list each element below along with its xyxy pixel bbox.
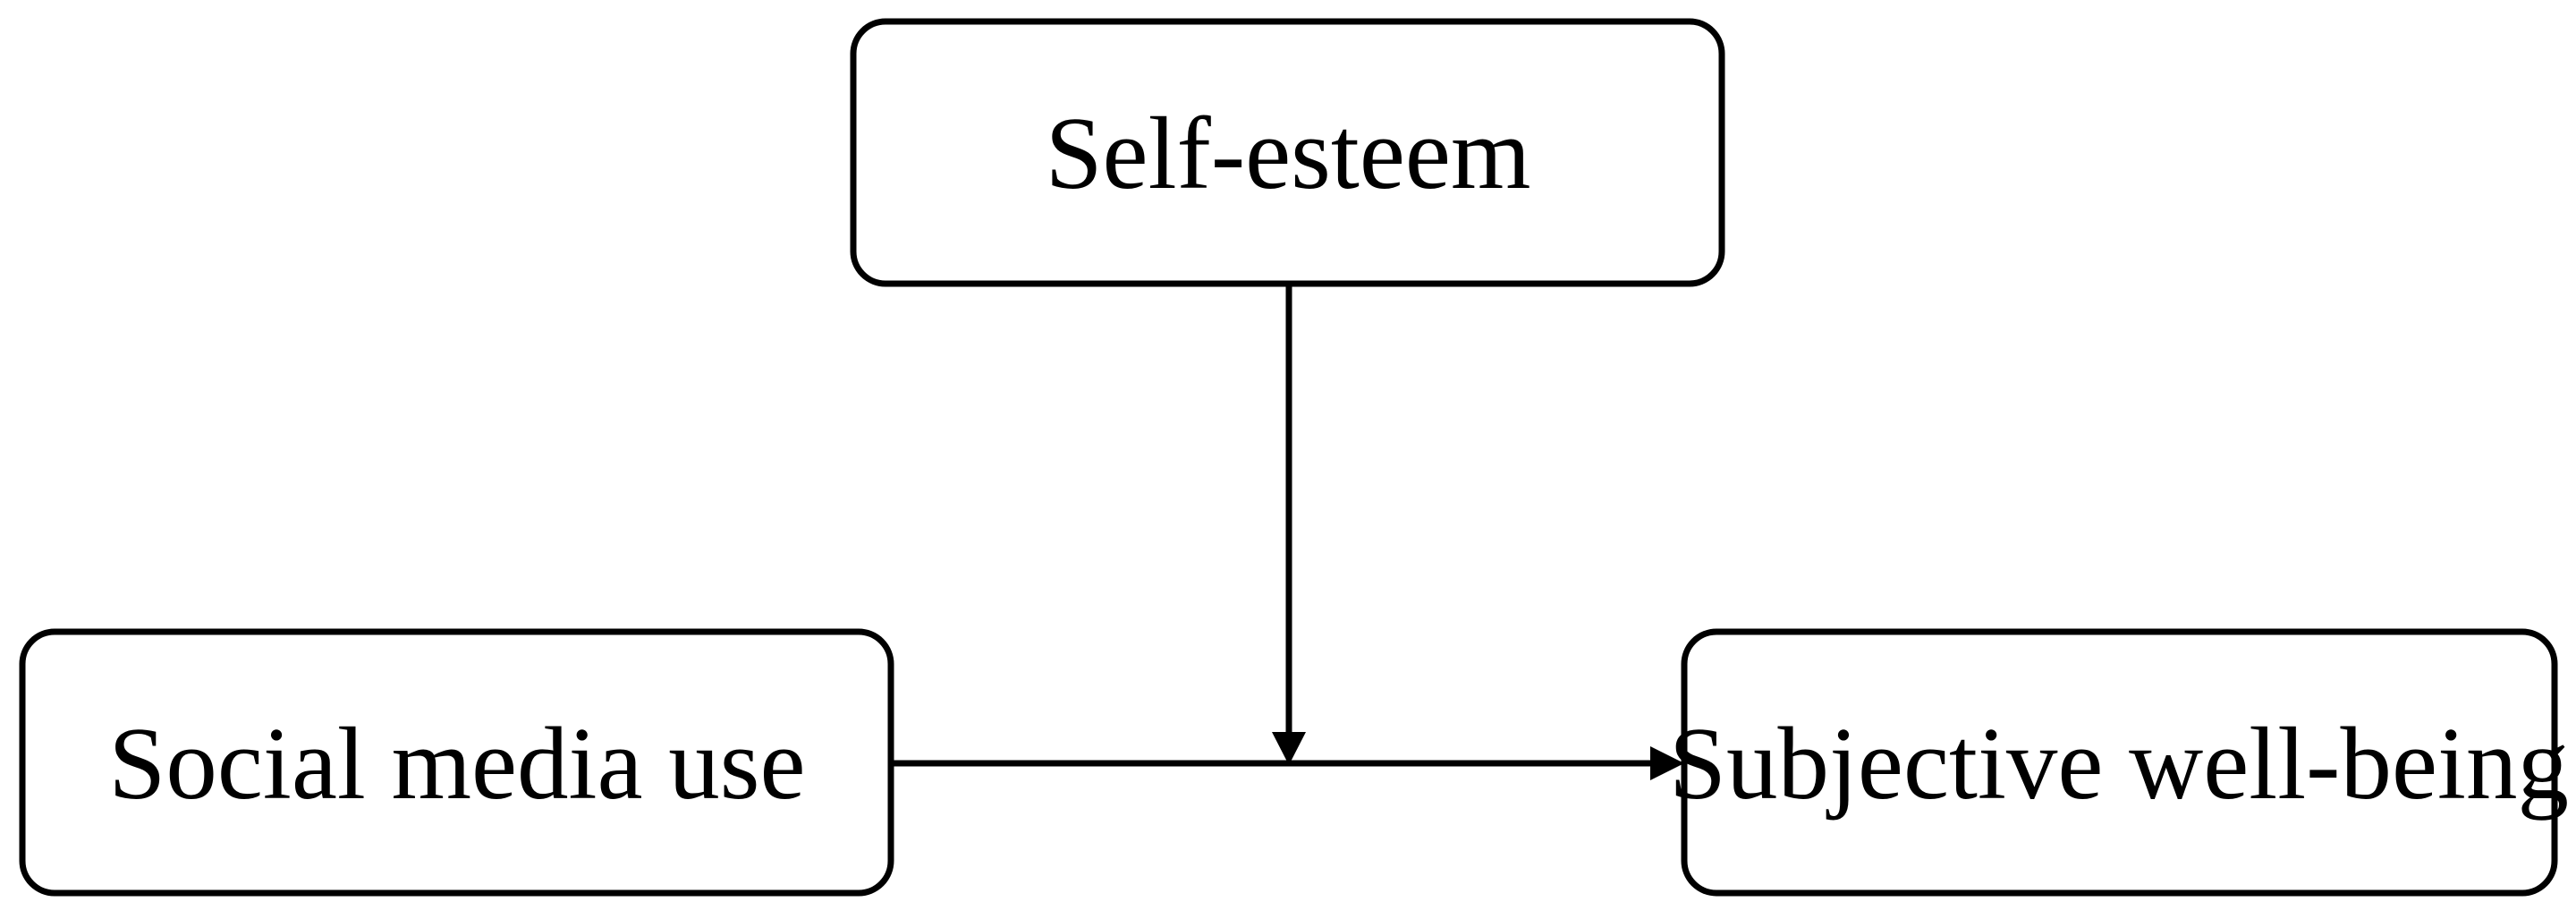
- node-subjective-well-being-box[interactable]: [1681, 628, 2558, 897]
- node-self-esteem-box[interactable]: [850, 18, 1725, 287]
- edge-social-media-use-to-subjective-well-being: [891, 746, 1684, 780]
- node-social-media-use-label: Social media use: [108, 707, 805, 821]
- arrowhead-down-icon: [1272, 732, 1306, 765]
- node-subjective-well-being-label: Subjective well-being: [1669, 707, 2569, 821]
- node-self-esteem-label: Self-esteem: [1046, 97, 1531, 210]
- node-subjective-well-being[interactable]: Subjective well-being: [1669, 628, 2569, 897]
- arrowhead-right-icon: [1650, 746, 1684, 780]
- edge-self-esteem-to-path: [1272, 284, 1306, 765]
- node-social-media-use[interactable]: Social media use: [19, 628, 894, 897]
- node-self-esteem[interactable]: Self-esteem: [850, 18, 1725, 287]
- node-social-media-use-box[interactable]: [19, 628, 894, 897]
